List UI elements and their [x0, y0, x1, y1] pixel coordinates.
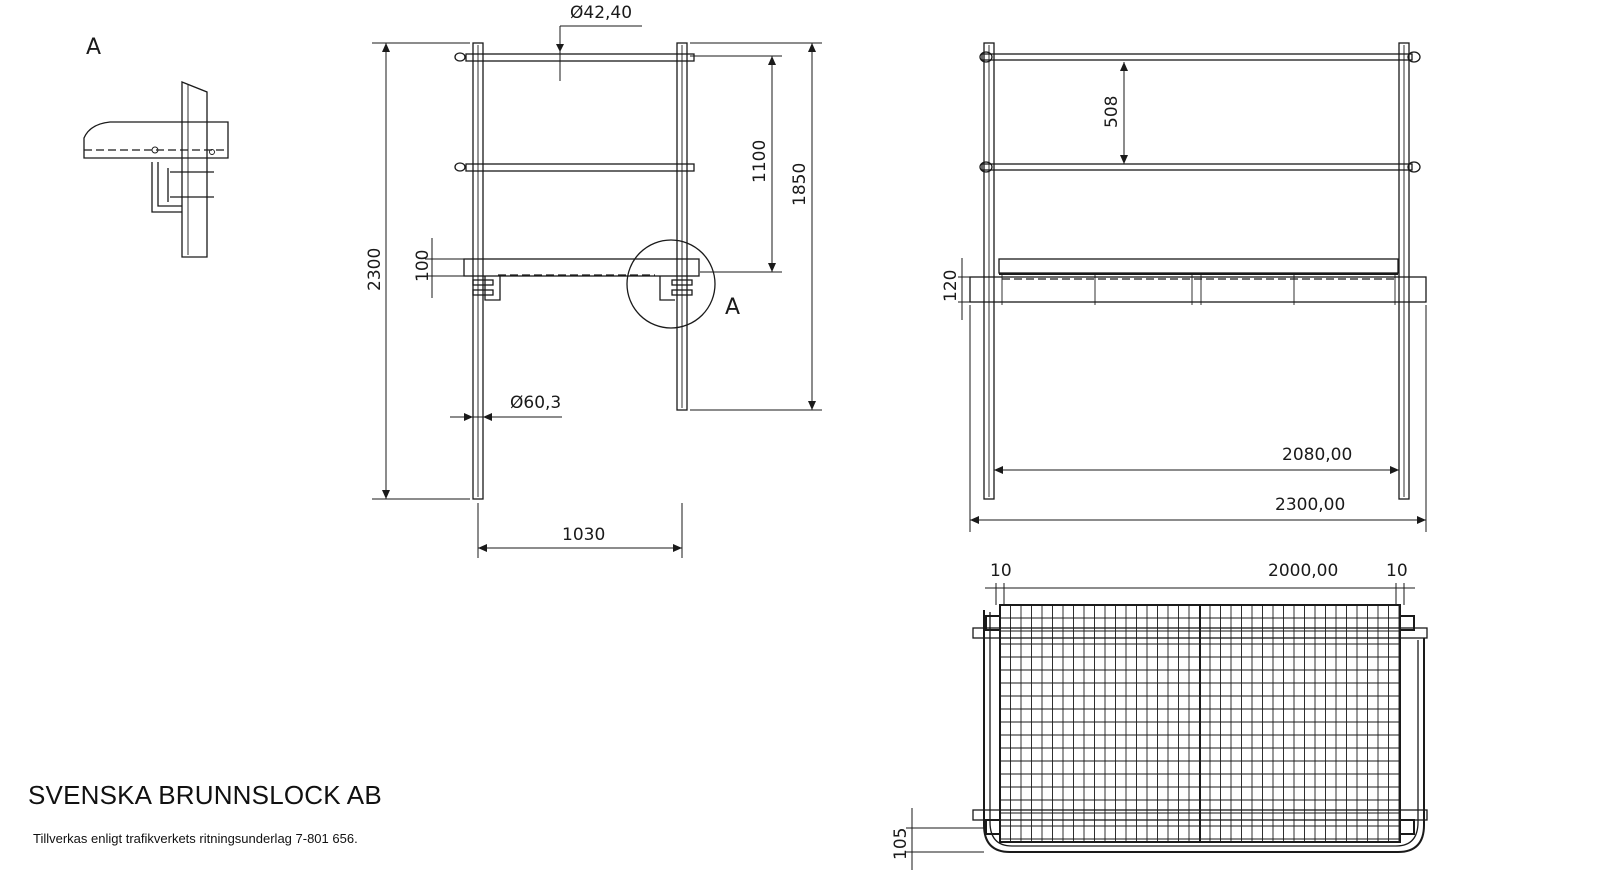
dim-grating-length: 2000,00: [1268, 561, 1338, 581]
side-view: A Ø42,40 2300 100 1100 1850: [365, 3, 822, 558]
dim-2080: 2080,00: [1282, 445, 1352, 465]
dim-right-gap: 10: [1386, 561, 1408, 581]
dim-2300: 2300,00: [1275, 495, 1345, 515]
dim-total-height: 2300: [365, 248, 385, 291]
dim-1850: 1850: [790, 163, 810, 206]
detail-a-circle: [626, 239, 716, 329]
detail-a-label: A: [86, 35, 101, 60]
top-view: 10 2000,00 10 105: [891, 561, 1428, 870]
detail-a-view: A: [83, 35, 229, 258]
dim-walkway-100: 100: [413, 250, 433, 282]
grating-right: [1199, 604, 1401, 843]
grating-left: [999, 604, 1201, 843]
dim-120: 120: [941, 270, 961, 302]
detail-a-circle-label: A: [725, 295, 740, 320]
dim-508: 508: [1102, 96, 1122, 128]
dim-left-gap: 10: [990, 561, 1012, 581]
dim-width-1030: 1030: [562, 525, 605, 545]
dim-rail-diameter: Ø42,40: [570, 3, 632, 23]
dim-post-diameter: Ø60,3: [510, 393, 561, 413]
manufacturing-note: Tillverkas enligt trafikverkets ritnings…: [33, 831, 358, 846]
dim-105: 105: [891, 828, 911, 860]
front-view: 508 120 2080,00 2300,00: [941, 42, 1427, 532]
company-name: SVENSKA BRUNNSLOCK AB: [28, 780, 382, 810]
dim-1100: 1100: [750, 140, 770, 183]
